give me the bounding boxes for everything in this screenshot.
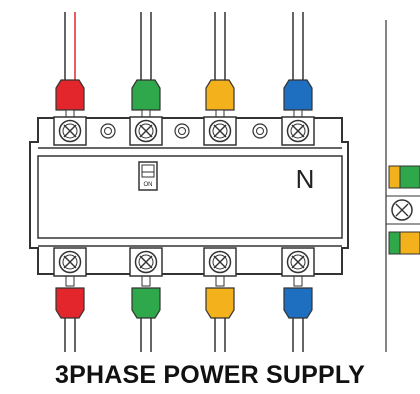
washer-icon-1 bbox=[100, 123, 116, 139]
terminal-screw-icon-top-phase_2 bbox=[129, 116, 163, 146]
washer-icon-2 bbox=[174, 123, 190, 139]
front-panel bbox=[37, 155, 343, 239]
insulated-ferrule-icon-bottom-phase_3 bbox=[205, 287, 235, 319]
terminal-screw-icon-top-phase_3 bbox=[203, 116, 237, 146]
terminals bbox=[53, 79, 315, 319]
insulated-ferrule-icon-bottom-neutral bbox=[283, 287, 313, 319]
terminal-screw-icon-bottom-phase_2 bbox=[129, 247, 163, 277]
washer-icon-3 bbox=[252, 123, 268, 139]
insulated-ferrule-icon-top-phase_1 bbox=[55, 79, 85, 111]
terminal-screw-icon-top-neutral bbox=[281, 116, 315, 146]
adjacent-module-partial bbox=[385, 20, 420, 352]
insulated-ferrule-icon-top-phase_2 bbox=[131, 79, 161, 111]
insulated-ferrule-icon-bottom-phase_2 bbox=[131, 287, 161, 319]
insulated-ferrule-icon-bottom-phase_1 bbox=[55, 287, 85, 319]
adjacent-ferrule-bottom-green bbox=[388, 231, 401, 255]
adjacent-ferrule-top-green bbox=[399, 165, 420, 189]
insulated-ferrule-icon-top-phase_3 bbox=[205, 79, 235, 111]
terminal-screw-icon-bottom-phase_3 bbox=[203, 247, 237, 277]
wires bbox=[64, 12, 304, 352]
terminal-screw-icon-bottom-neutral bbox=[281, 247, 315, 277]
terminal-screw-icon-top-phase_1 bbox=[53, 116, 87, 146]
adjacent-ferrule-bottom-yellow bbox=[399, 231, 420, 255]
terminal-screw-icon-bottom-phase_1 bbox=[53, 247, 87, 277]
breaker-module: N ON bbox=[29, 117, 349, 275]
diagram-caption: 3PHASE POWER SUPPLY bbox=[55, 361, 365, 389]
neutral-label: N bbox=[296, 164, 315, 194]
switch-on-label: ON bbox=[144, 182, 153, 188]
adjacent-ferrule-top-yellow bbox=[388, 165, 401, 189]
toggle-switch-icon[interactable]: ON bbox=[138, 161, 158, 191]
wiring-diagram: N ON bbox=[29, 12, 420, 352]
insulated-ferrule-icon-top-neutral bbox=[283, 79, 313, 111]
